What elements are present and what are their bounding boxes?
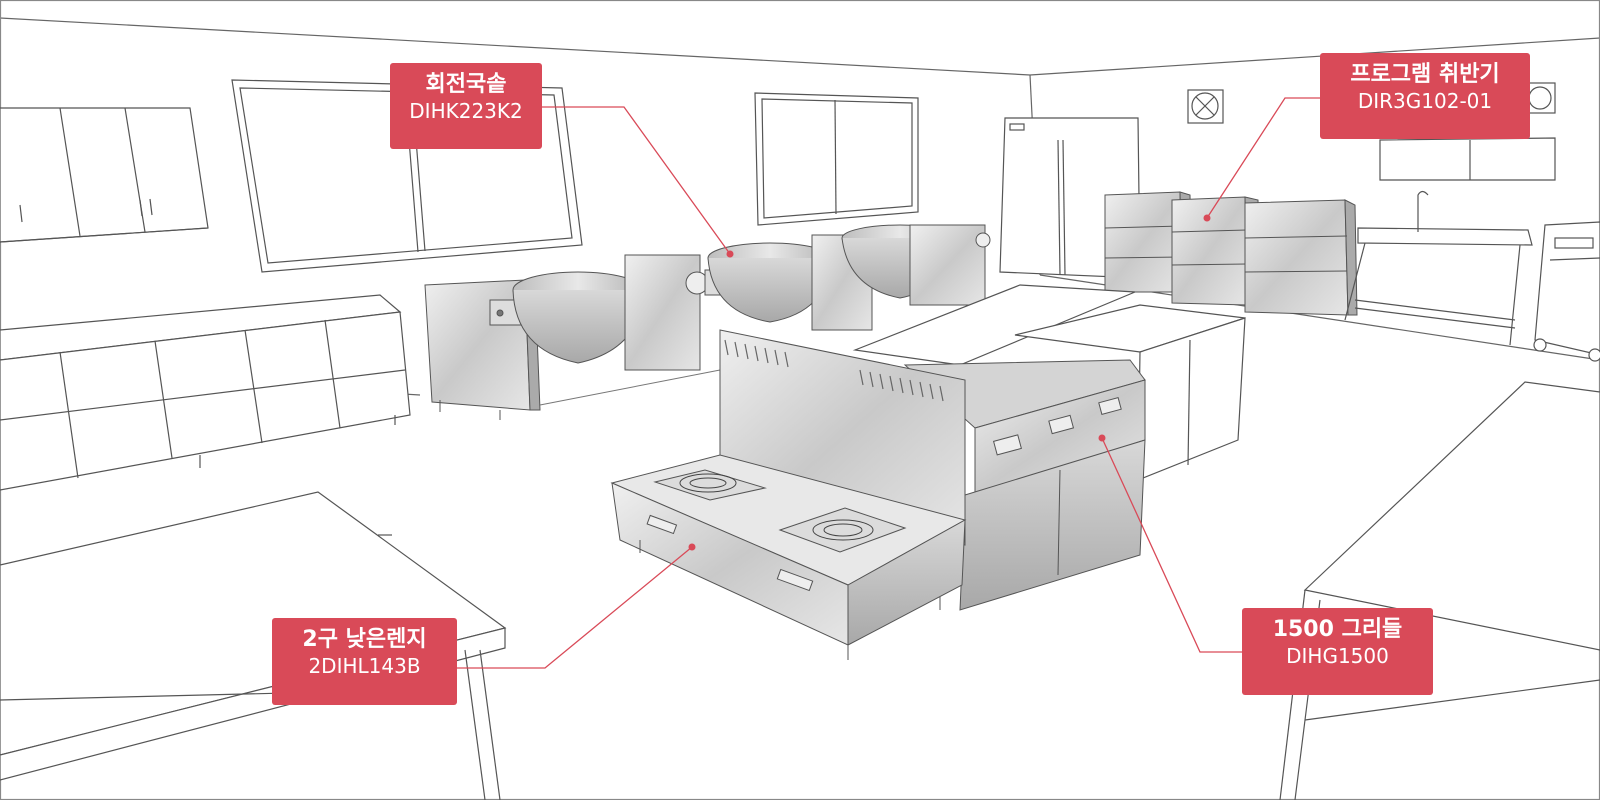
callout-griddle: 1500 그리들 DIHG1500 <box>1242 608 1433 695</box>
callout-name: 2구 낮은렌지 <box>302 627 427 652</box>
rice-cookers <box>1104 191 1358 316</box>
callout-rice-cooker: 프로그램 취반기 DIR3G102-01 <box>1320 53 1530 139</box>
callout-dots <box>688 214 1211 551</box>
callout-name: 1500 그리들 <box>1272 617 1403 642</box>
wall-fan-left <box>1187 89 1224 124</box>
window-center <box>754 92 919 226</box>
sink <box>1344 137 1556 346</box>
callout-leaders <box>457 97 1320 669</box>
callout-model: DIHK223K2 <box>409 98 523 123</box>
callout-model: DIHG1500 <box>1286 643 1389 668</box>
right-machine <box>1533 221 1600 362</box>
wall-cabinets <box>0 107 209 243</box>
callout-model: 2DIHL143B <box>308 653 421 678</box>
callout-name: 회전국솥 <box>425 72 507 97</box>
left-counter <box>0 294 411 491</box>
callout-name: 프로그램 취반기 <box>1350 62 1500 87</box>
callout-rotary-kettle: 회전국솥 DIHK223K2 <box>390 63 542 149</box>
prep-table-back <box>852 284 1246 481</box>
rotary-kettles <box>424 224 991 420</box>
callout-model: DIR3G102-01 <box>1357 88 1493 113</box>
front-table-right <box>1279 381 1600 800</box>
callout-low-range: 2구 낮은렌지 2DIHL143B <box>272 618 457 705</box>
low-range <box>610 329 967 660</box>
